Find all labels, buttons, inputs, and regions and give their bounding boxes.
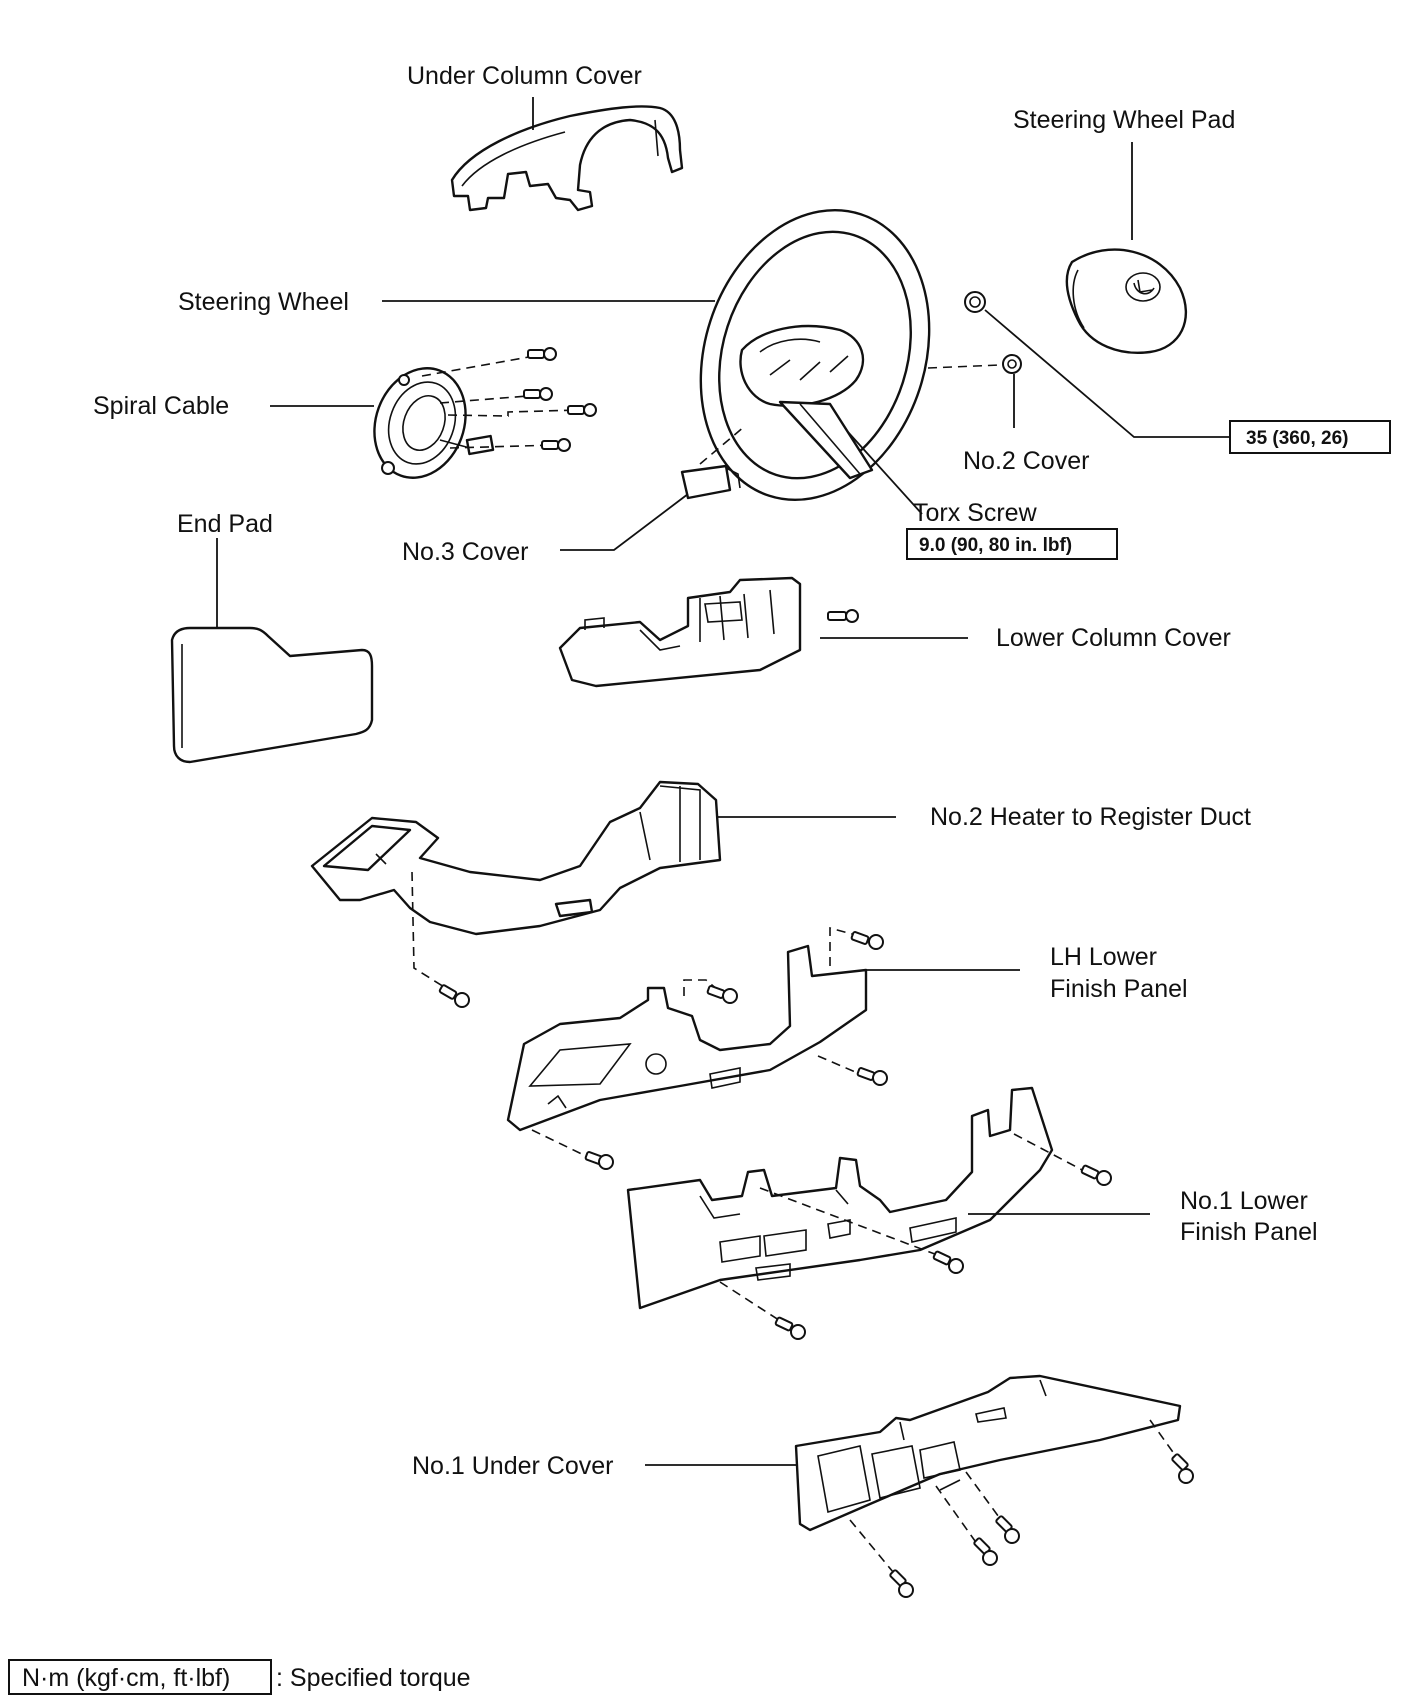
screw-icon <box>706 985 738 1004</box>
lh-panel-screws <box>531 926 888 1170</box>
lower-column-cover-part <box>558 576 802 688</box>
screw-icon <box>527 347 557 361</box>
spiral-cable-label: Spiral Cable <box>93 392 229 420</box>
steering-wheel-label: Steering Wheel <box>178 288 349 316</box>
end-pad-label: End Pad <box>177 510 273 538</box>
heater-duct-label: No.2 Heater to Register Duct <box>930 803 1251 831</box>
nut-torque-box <box>1229 420 1391 454</box>
steering-wheel-pad-part <box>1065 248 1188 354</box>
torx-screw-leader <box>847 431 923 515</box>
no2-cover-part <box>1002 354 1022 374</box>
screw-icon <box>932 1250 964 1274</box>
legend-text: : Specified torque <box>276 1664 471 1692</box>
under-cover-screws <box>849 1419 1194 1598</box>
no3-cover-part <box>680 464 741 500</box>
no3-cover-leader <box>560 493 689 551</box>
nut-torque-leader <box>984 309 1230 438</box>
no1-panel-label-1: No.1 Lower <box>1180 1187 1308 1215</box>
no1-lower-finish-panel-part <box>626 1086 1054 1310</box>
lh-panel-label-1: LH Lower <box>1050 943 1157 971</box>
under-cover-label: No.1 Under Cover <box>412 1452 613 1480</box>
legend-torque-box <box>8 1659 272 1695</box>
heater-duct-part <box>310 780 722 936</box>
heater-duct-dash <box>411 871 453 993</box>
no3-cover-dash <box>699 425 746 465</box>
lh-panel-label-2: Finish Panel <box>1050 975 1188 1003</box>
steering-wheel-pad-label: Steering Wheel Pad <box>1013 106 1235 134</box>
screw-icon <box>856 1067 888 1086</box>
screw-icon <box>850 931 884 950</box>
nut-torque-value: 35 (360, 26) <box>1246 428 1348 449</box>
screw-icon <box>584 1151 614 1170</box>
screw-icon <box>523 387 553 401</box>
lh-lower-finish-panel-part <box>506 944 868 1132</box>
torx-screw-label: Torx Screw <box>913 499 1038 527</box>
under-column-cover-label: Under Column Cover <box>407 62 642 90</box>
screw-icon <box>827 609 859 623</box>
screw-icon <box>541 438 571 452</box>
torx-torque-box <box>906 528 1118 560</box>
spiral-cable-part <box>373 367 495 479</box>
no1-panel-screws <box>719 1133 1112 1340</box>
screw-icon <box>438 984 470 1008</box>
under-column-cover-part <box>450 105 684 212</box>
screw-icon <box>973 1537 998 1566</box>
no3-cover-label: No.3 Cover <box>402 538 528 566</box>
screw-icon <box>567 403 597 417</box>
screw-icon <box>774 1316 806 1340</box>
legend-unit: N·m (kgf·cm, ft·lbf) <box>22 1664 230 1692</box>
spiral-cable-screws <box>421 347 597 452</box>
lower-column-cover-label: Lower Column Cover <box>996 624 1231 652</box>
no1-panel-label-2: Finish Panel <box>1180 1218 1318 1246</box>
no2-cover-label: No.2 Cover <box>963 447 1089 475</box>
torx-torque-value: 9.0 (90, 80 in. lbf) <box>919 535 1072 556</box>
screw-icon <box>889 1569 914 1598</box>
steering-nut-part <box>964 291 986 313</box>
end-pad-part <box>170 626 374 764</box>
no2-cover-dash <box>927 364 1001 369</box>
screw-icon <box>995 1515 1020 1544</box>
screw-icon <box>1171 1453 1194 1484</box>
steering-wheel-part <box>699 208 931 502</box>
no1-under-cover-part <box>794 1374 1182 1532</box>
screw-icon <box>1080 1164 1112 1186</box>
